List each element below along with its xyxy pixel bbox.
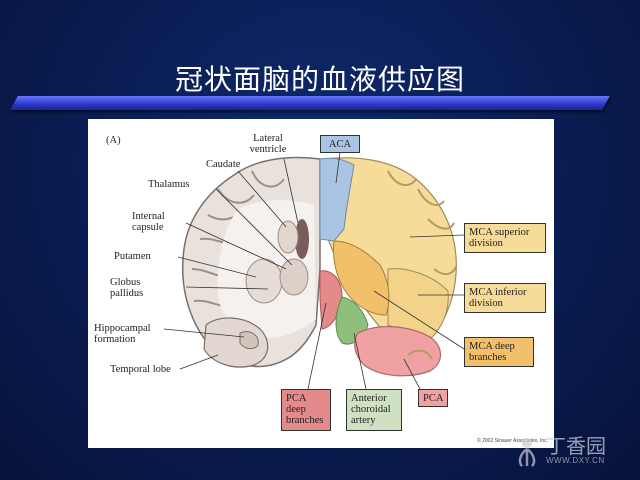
left-lateral-ventricle xyxy=(295,219,309,259)
watermark-url: WWW.DXY.CN xyxy=(546,456,605,465)
left-temporal-lobe xyxy=(203,317,269,368)
box-pca: PCA xyxy=(418,389,448,407)
mca-deep-territory xyxy=(333,240,390,316)
copyright-notice: © 2002 Sinauer Associates, Inc. xyxy=(477,438,548,444)
left-hippocampus xyxy=(239,331,259,350)
label-hippocampal-formation: Hippocampal formation xyxy=(94,323,151,345)
site-watermark: 丁香园 WWW.DXY.CN xyxy=(512,430,634,474)
box-aca: ACA xyxy=(320,135,360,153)
watermark-brand: 丁香园 xyxy=(546,434,606,458)
aca-territory xyxy=(319,157,355,242)
leader-lines xyxy=(163,151,465,390)
mca-inferior-territory xyxy=(387,268,449,342)
left-putamen xyxy=(245,258,283,304)
box-pca-deep: PCA deep branches xyxy=(281,389,331,431)
box-mca-inferior: MCA inferior division xyxy=(464,283,546,313)
label-thalamus: Thalamus xyxy=(148,179,190,190)
pca-territory xyxy=(354,326,442,377)
slide-title: 冠状面脑的血液供应图 xyxy=(174,63,465,96)
right-cortex-folds xyxy=(387,170,457,360)
panel-label: (A) xyxy=(106,135,121,146)
label-internal-capsule: Internal capsule xyxy=(132,211,165,233)
title-underline-bar xyxy=(10,96,610,110)
watermark-logo-icon xyxy=(518,438,536,467)
box-mca-superior: MCA superior division xyxy=(464,223,546,253)
left-caudate xyxy=(277,220,299,254)
label-globus-pallidus: Globus pallidus xyxy=(110,277,144,299)
box-mca-deep: MCA deep branches xyxy=(464,337,534,367)
label-temporal-lobe: Temporal lobe xyxy=(110,364,171,375)
label-caudate: Caudate xyxy=(206,159,241,170)
label-lateral-ventricle: Lateral ventricle xyxy=(249,133,287,155)
left-cortex-folds xyxy=(191,170,285,308)
coronal-brain-illustration xyxy=(163,151,465,390)
label-putamen: Putamen xyxy=(114,251,151,262)
brain-figure-panel: (A) Lateral ventricle Caudate Thalamus I… xyxy=(88,119,554,448)
box-anterior-choroidal: Anterior choroidal artery xyxy=(346,389,402,431)
left-thalamus xyxy=(279,258,309,296)
